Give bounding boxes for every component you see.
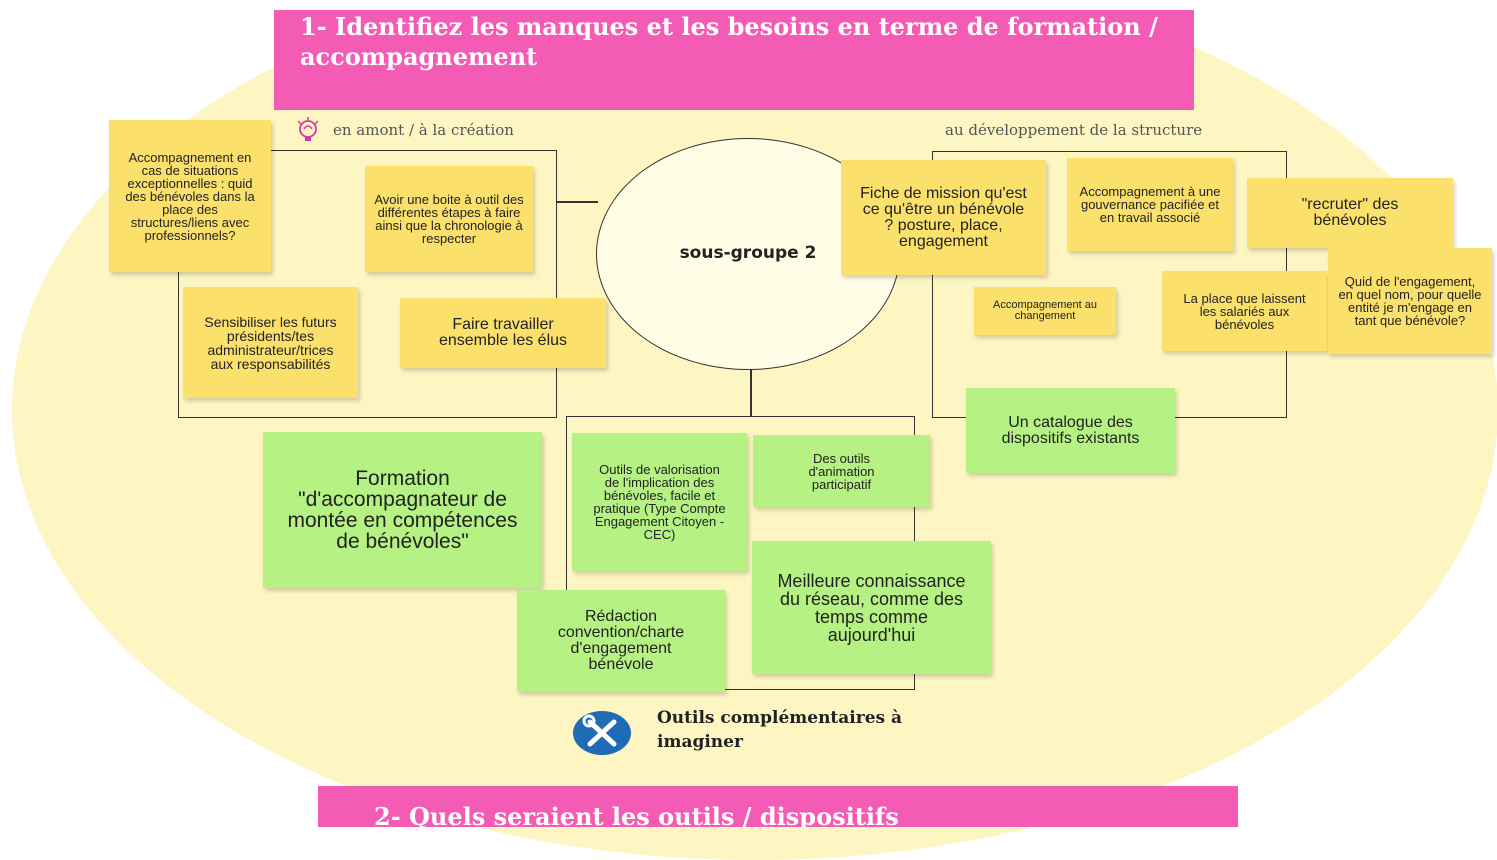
question-2-banner: 2- Quels seraient les outils / dispositi…	[318, 786, 1238, 827]
sticky-note-text: Accompagnement au changement	[993, 299, 1097, 322]
sticky-note[interactable]: Rédaction convention/charte d'engagement…	[517, 590, 725, 692]
sticky-note-text: Accompagnement à une gouvernance pacifié…	[1079, 184, 1221, 225]
sticky-note[interactable]: Outils de valorisation de l'implication …	[572, 433, 747, 571]
sticky-note[interactable]: Des outils d'animation participatif	[753, 435, 930, 507]
question-1-title: 1- Identifiez les manques et les besoins…	[300, 12, 1158, 71]
sticky-note-text: Quid de l'engagement, en quel nom, pour …	[1338, 274, 1482, 328]
sticky-note-text: Formation "d'accompagnateur de montée en…	[287, 467, 518, 553]
sticky-note[interactable]: Meilleure connaissance du réseau, comme …	[752, 541, 991, 674]
sticky-note-text: Rédaction convention/charte d'engagement…	[557, 608, 685, 673]
sticky-note-text: Accompagnement en cas de situations exce…	[125, 149, 255, 243]
sticky-note-text: Meilleure connaissance du réseau, comme …	[777, 570, 966, 645]
center-title: sous-groupe 2	[679, 243, 817, 263]
bottom-connector	[750, 366, 752, 416]
sticky-note[interactable]: Accompagnement en cas de situations exce…	[109, 120, 271, 272]
sticky-note[interactable]: La place que laissent les salariés aux b…	[1162, 271, 1327, 351]
left-connector	[556, 201, 598, 203]
sticky-note-text: "recruter" des bénévoles	[1301, 196, 1399, 229]
sticky-note[interactable]: Un catalogue des dispositifs existants	[966, 388, 1175, 473]
sticky-note[interactable]: Accompagnement à une gouvernance pacifié…	[1067, 158, 1233, 251]
sticky-note[interactable]: Accompagnement au changement	[974, 287, 1116, 335]
left-frame	[178, 150, 557, 418]
sticky-note[interactable]: Avoir une boite à outil des différentes …	[365, 166, 533, 272]
sticky-note[interactable]: Fiche de mission qu'est ce qu'être un bé…	[841, 160, 1046, 275]
question-2-title: 2- Quels seraient les outils / dispositi…	[374, 802, 899, 827]
upstream-label: en amont / à la création	[333, 121, 514, 139]
development-label: au développement de la structure	[945, 121, 1203, 139]
sticky-note-text: Des outils d'animation participatif	[808, 450, 875, 492]
sticky-note-text: Fiche de mission qu'est ce qu'être un bé…	[860, 184, 1027, 250]
sticky-note[interactable]: Faire travailler ensemble les élus	[400, 298, 606, 368]
sticky-note-text: Avoir une boite à outil des différentes …	[374, 192, 524, 246]
sticky-note[interactable]: "recruter" des bénévoles	[1247, 178, 1453, 248]
sticky-note-text: Outils de valorisation de l'implication …	[593, 462, 726, 542]
sticky-note-text: Un catalogue des dispositifs existants	[1001, 413, 1140, 447]
wrench-screwdriver-icon	[573, 711, 631, 755]
sticky-note[interactable]: Quid de l'engagement, en quel nom, pour …	[1328, 248, 1492, 354]
sticky-note-text: Sensibiliser les futurs présidents/tes a…	[204, 313, 337, 372]
sticky-note-text: La place que laissent les salariés aux b…	[1183, 290, 1306, 332]
sticky-note[interactable]: Formation "d'accompagnateur de montée en…	[263, 432, 542, 588]
top-margin	[0, 0, 1497, 10]
tools-label: Outils complémentaires à imaginer	[657, 708, 903, 752]
question-1-banner: 1- Identifiez les manques et les besoins…	[274, 10, 1194, 110]
sticky-note-text: Faire travailler ensemble les élus	[438, 316, 568, 349]
lightbulb-icon	[297, 117, 319, 141]
sticky-note[interactable]: Sensibiliser les futurs présidents/tes a…	[183, 287, 358, 398]
